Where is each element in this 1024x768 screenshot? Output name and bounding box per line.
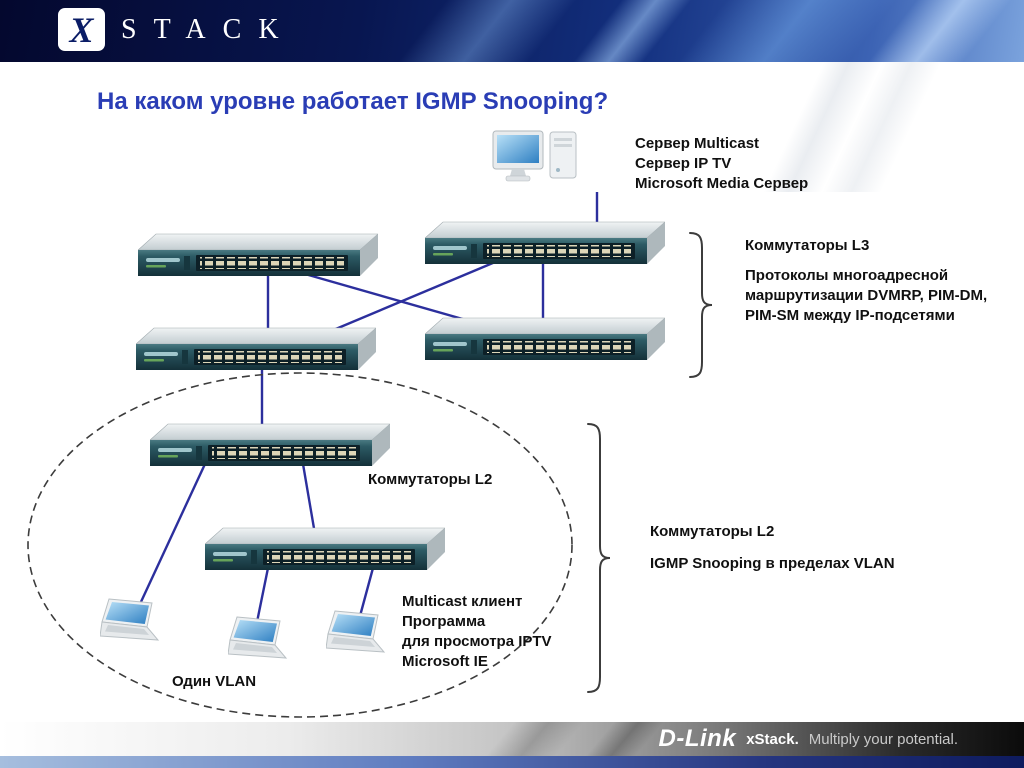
l2-description: IGMP Snooping в пределах VLAN xyxy=(650,555,895,572)
link-line xyxy=(138,463,207,605)
brace-l2 xyxy=(587,423,611,693)
footer-bar: D-Link xStack. Multiply your potential. xyxy=(0,722,1024,756)
client-laptop-3 xyxy=(326,610,385,653)
banner-streak xyxy=(559,0,701,62)
l2-switch-upper xyxy=(150,423,390,467)
l3-switch-top-left xyxy=(138,233,378,277)
server-label: Сервер Multicast Сервер IP TV Microsoft … xyxy=(635,134,808,194)
client-label: Multicast клиент Программа для просмотра… xyxy=(402,592,552,672)
server-label-line: Сервер IP TV xyxy=(635,155,732,172)
dlink-logo: D-Link xyxy=(658,725,737,752)
footer-xstack-text: xStack. xyxy=(746,730,799,748)
client-label-line: Multicast клиент xyxy=(402,593,523,610)
link-line xyxy=(301,463,319,547)
client-label-line: для просмотра IPTV xyxy=(402,633,552,650)
footer-shard xyxy=(485,722,585,756)
vlan-label: Один VLAN xyxy=(172,673,257,690)
l3-heading: Коммутаторы L3 xyxy=(745,237,870,254)
server-label-line: Сервер Multicast xyxy=(635,135,760,152)
footer-shard xyxy=(585,722,665,756)
logo-x-letter: X xyxy=(69,9,94,50)
l3-description: Протоколы многоадресной маршрутизации DV… xyxy=(745,267,988,324)
footer-tagline: Multiply your potential. xyxy=(808,730,958,748)
l3-switch-top-right xyxy=(425,221,665,265)
l3-switch-mid-left xyxy=(136,327,376,371)
page-title: На каком уровне работает IGMP Snooping? xyxy=(97,88,609,115)
multicast-server-icon xyxy=(492,130,577,182)
client-label-line: Программа xyxy=(402,613,486,630)
bottom-gradient-strip xyxy=(0,756,1024,768)
l3-switch-mid-right xyxy=(425,317,665,361)
server-label-line: Microsoft Media Сервер xyxy=(635,175,809,192)
link-lines xyxy=(138,192,599,623)
logo-stack-text: STACK xyxy=(121,13,296,45)
header-banner: X STACK xyxy=(0,0,1024,62)
client-label-line: Microsoft IE xyxy=(402,653,488,670)
l2-switch-lower xyxy=(205,527,445,571)
client-laptop-1 xyxy=(100,598,159,641)
client-laptop-2 xyxy=(228,616,287,659)
link-line xyxy=(255,567,270,623)
banner-streak xyxy=(664,0,906,62)
link-line xyxy=(358,567,375,617)
link-line xyxy=(299,258,501,346)
banner-streak xyxy=(384,0,586,62)
l2-heading: Коммутаторы L2 xyxy=(650,523,775,540)
link-line xyxy=(304,272,516,336)
xstack-logo-x-icon: X xyxy=(58,8,105,51)
l2-mid-label: Коммутаторы L2 xyxy=(368,471,493,488)
xstack-logo: X STACK xyxy=(58,8,296,51)
brace-l3 xyxy=(689,232,713,378)
